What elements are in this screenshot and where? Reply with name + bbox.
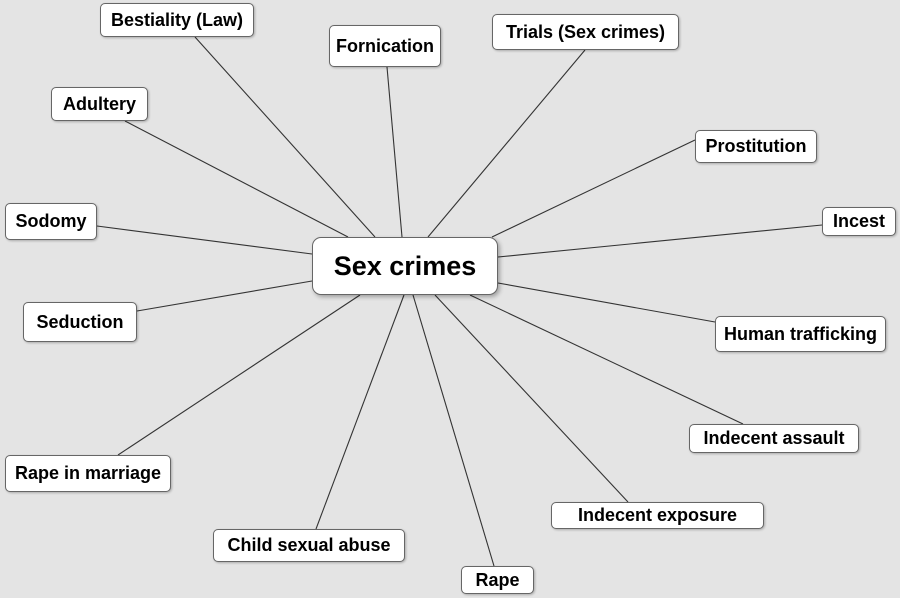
edge-prostitution	[491, 139, 696, 238]
node-child-sexual-abuse[interactable]: Child sexual abuse	[213, 529, 405, 562]
edge-adultery	[124, 120, 349, 238]
edge-rape	[412, 294, 495, 567]
edge-trials	[427, 49, 586, 238]
edge-fornication	[386, 66, 403, 238]
edge-indecent-assault	[469, 294, 744, 425]
edge-bestiality	[194, 36, 376, 238]
node-indecent-exposure[interactable]: Indecent exposure	[551, 502, 764, 529]
node-seduction[interactable]: Seduction	[23, 302, 137, 342]
edge-child-sexual-abuse	[315, 294, 405, 530]
node-trials[interactable]: Trials (Sex crimes)	[492, 14, 679, 50]
edge-rape-in-marriage	[117, 294, 361, 456]
node-human-trafficking[interactable]: Human trafficking	[715, 316, 886, 352]
node-rape[interactable]: Rape	[461, 566, 534, 594]
node-prostitution[interactable]: Prostitution	[695, 130, 817, 163]
node-sodomy[interactable]: Sodomy	[5, 203, 97, 240]
center-node[interactable]: Sex crimes	[312, 237, 498, 295]
edge-human-trafficking	[497, 282, 716, 323]
edge-seduction	[136, 280, 313, 312]
node-incest[interactable]: Incest	[822, 207, 896, 236]
node-adultery[interactable]: Adultery	[51, 87, 148, 121]
edge-indecent-exposure	[434, 294, 629, 503]
edge-sodomy	[96, 225, 313, 255]
node-rape-in-marriage[interactable]: Rape in marriage	[5, 455, 171, 492]
edge-incest	[497, 224, 823, 258]
node-fornication[interactable]: Fornication	[329, 25, 441, 67]
node-indecent-assault[interactable]: Indecent assault	[689, 424, 859, 453]
node-bestiality[interactable]: Bestiality (Law)	[100, 3, 254, 37]
